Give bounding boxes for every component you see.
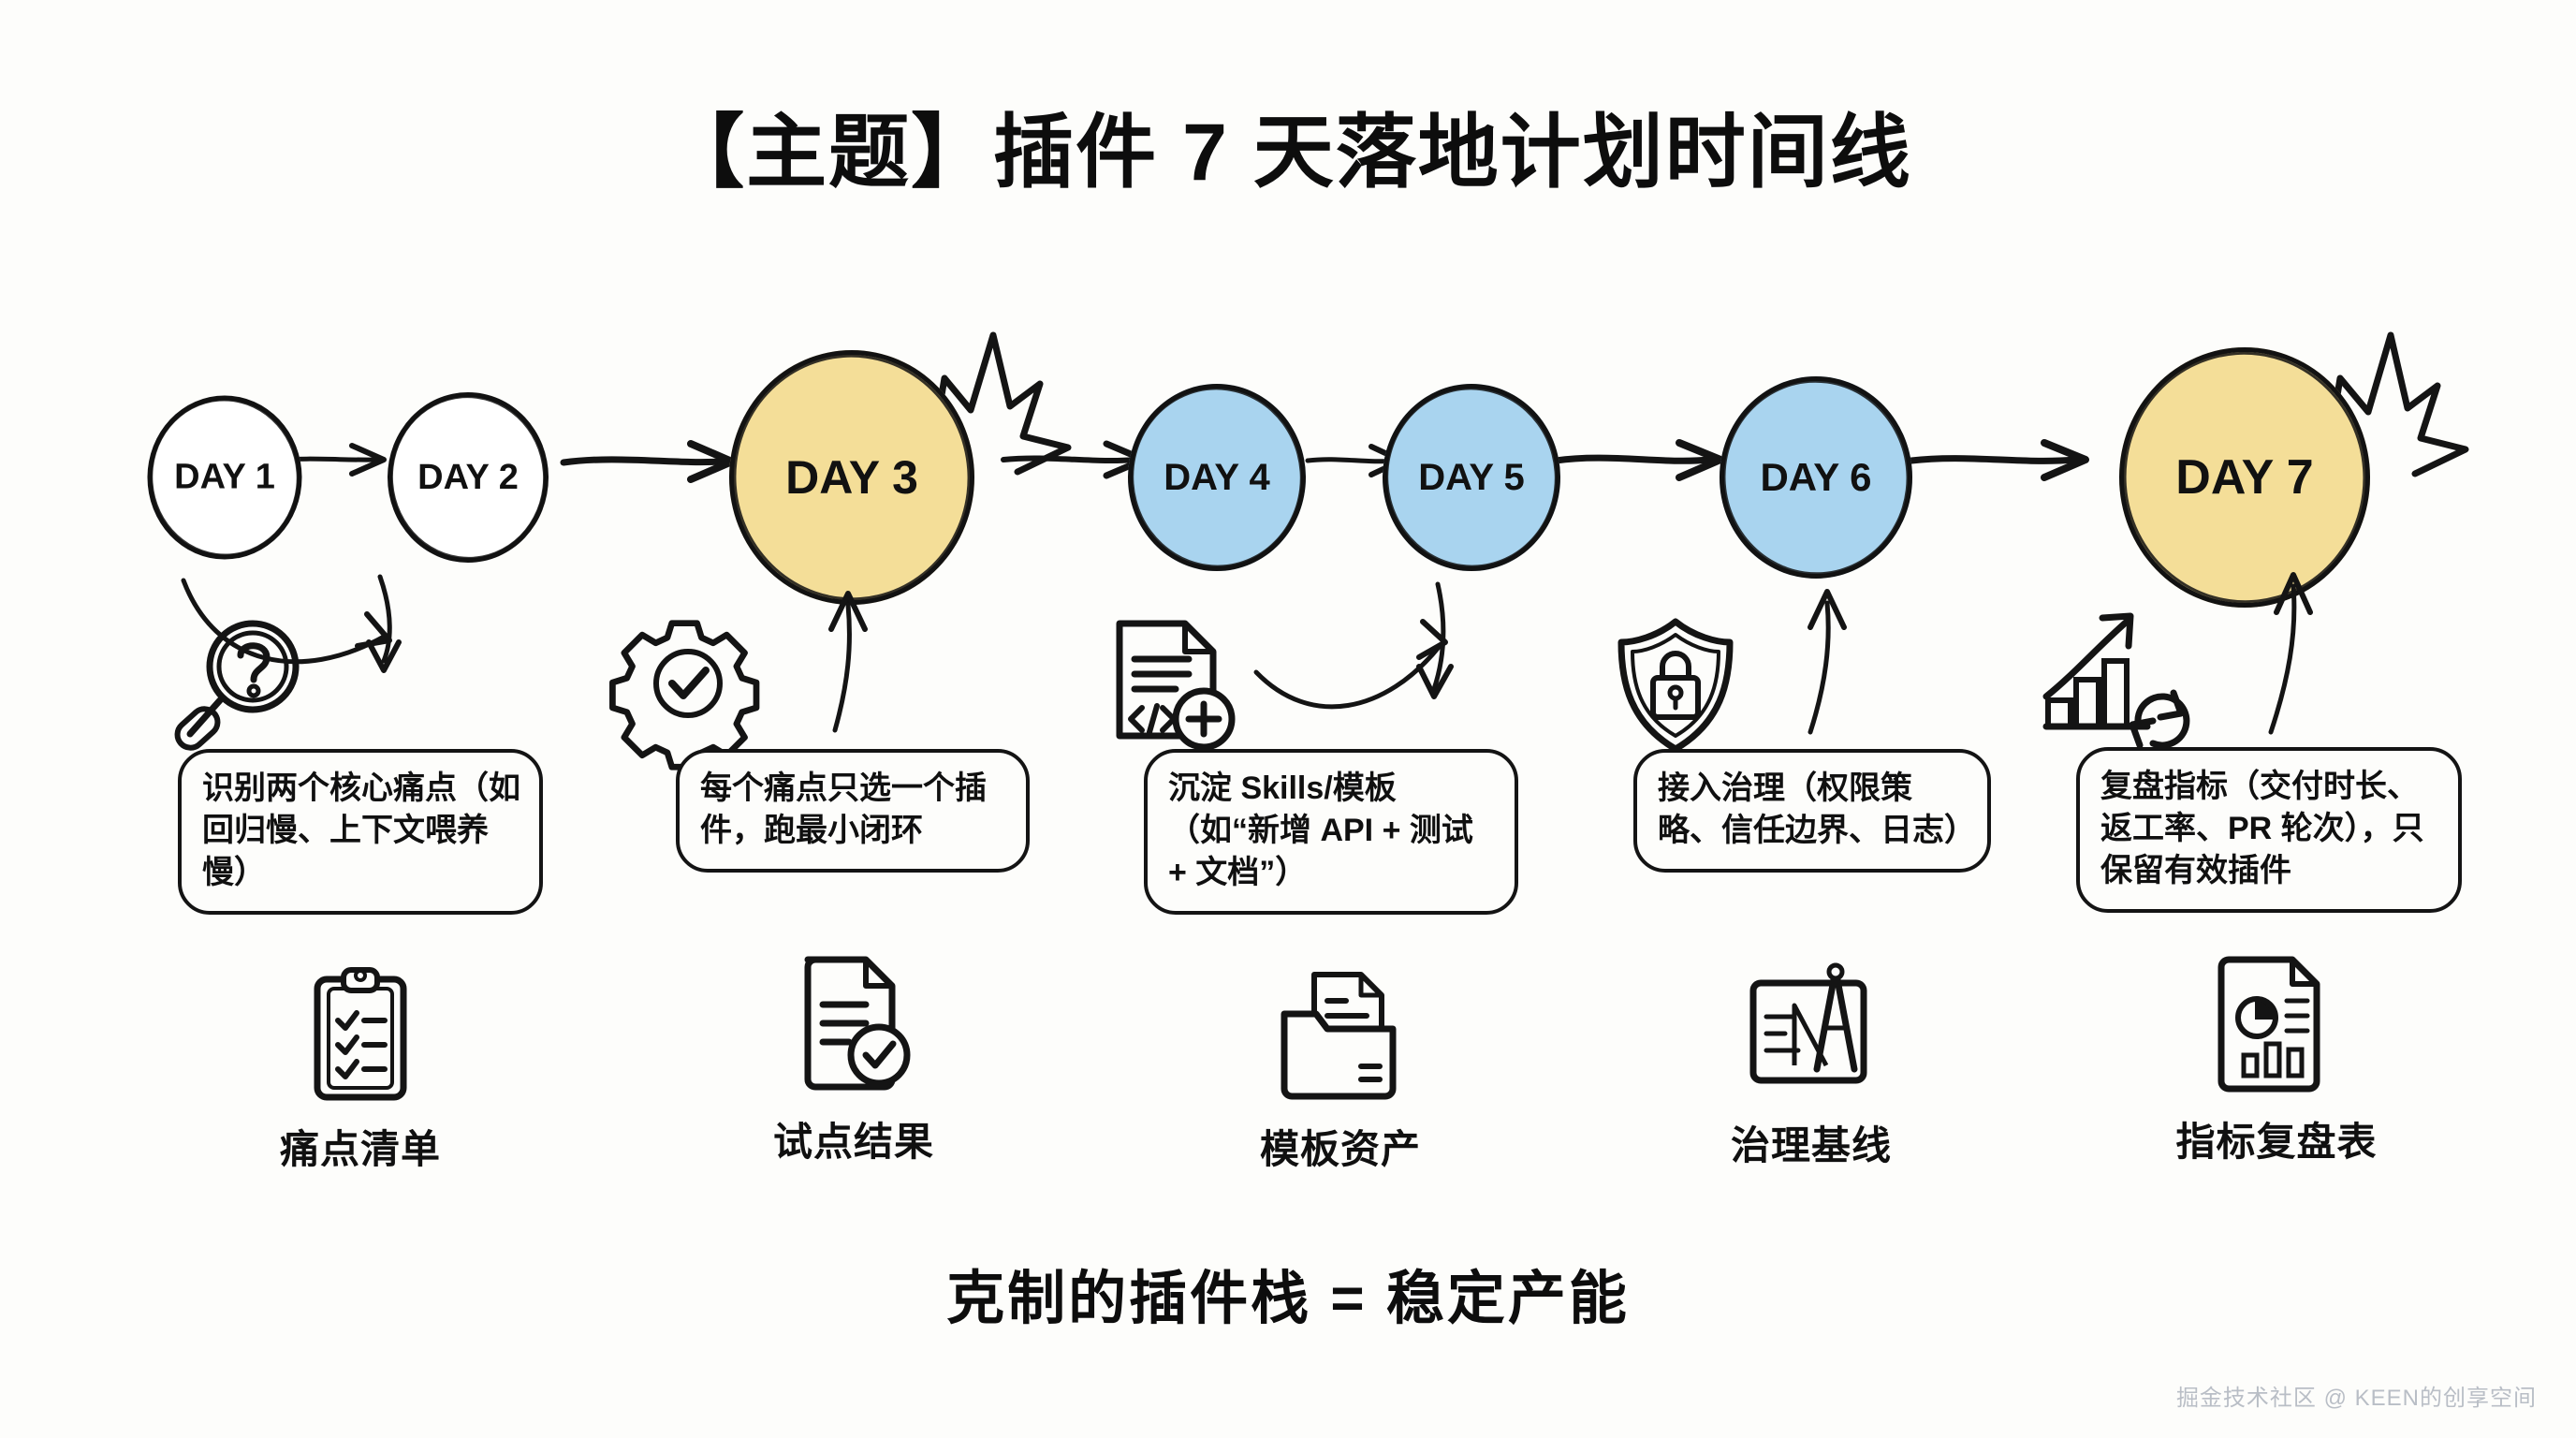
timeline-node-day-5[interactable]: DAY 5 (1379, 381, 1564, 574)
timeline-node-day-6[interactable]: DAY 6 (1716, 374, 1916, 581)
deliverable-4-label: 治理基线 (1730, 1123, 1892, 1167)
deliverable-2: 试点结果 (713, 956, 994, 1167)
timeline-node-label: DAY 5 (1418, 456, 1525, 498)
timeline-node-day-2[interactable]: DAY 2 (385, 389, 551, 565)
callout-step-4-text: 接入治理（权限策略、信任边界、日志） (1658, 770, 1976, 848)
timeline-node-day-7[interactable]: DAY 7 (2115, 344, 2375, 611)
callout-step-4: 接入治理（权限策略、信任边界、日志） (1633, 749, 1991, 873)
deliverable-1: 痛点清单 (220, 964, 501, 1175)
callout-step-2: 每个痛点只选一个插件，跑最小闭环 (676, 749, 1030, 873)
timeline-node-label: DAY 4 (1164, 456, 1270, 498)
page-title: 【主题】插件 7 天落地计划时间线 (664, 108, 1912, 198)
code-file-plus-icon (1106, 616, 1256, 756)
growth-chart-refresh-icon (2041, 607, 2218, 756)
folder-document-icon (1200, 964, 1481, 1105)
callout-step-3-text: 沉淀 Skills/模板（如“新增 API + 测试 + 文档”） (1168, 770, 1473, 890)
shield-lock-icon (1610, 616, 1741, 756)
timeline-node-label: DAY 1 (174, 457, 275, 497)
deliverable-1-label: 痛点清单 (279, 1127, 441, 1171)
callout-step-2-text: 每个痛点只选一个插件，跑最小闭环 (700, 770, 987, 848)
timeline-node-day-1[interactable]: DAY 1 (144, 393, 305, 562)
timeline-row: DAY 1 DAY 2 DAY 3 DAY 4 DAY 5 (0, 331, 2576, 611)
deliverable-4: 治理基线 (1671, 961, 1952, 1171)
footer-tagline: 克制的插件栈 = 稳定产能 (946, 1267, 1630, 1331)
deliverable-5-label: 指标复盘表 (2175, 1120, 2378, 1164)
callout-step-1-text: 识别两个核心痛点（如回归慢、上下文喂养慢） (202, 770, 520, 890)
callout-step-1: 识别两个核心痛点（如回归慢、上下文喂养慢） (178, 749, 543, 915)
deliverable-3: 模板资产 (1200, 964, 1481, 1175)
deliverable-3-label: 模板资产 (1259, 1127, 1421, 1171)
callout-step-5-text: 复盘指标（交付时长、返工率、PR 轮次），只保留有效插件 (2100, 769, 2424, 888)
timeline-node-label: DAY 3 (785, 451, 918, 504)
leader-line-step-4 (1808, 589, 1847, 735)
callout-step-3: 沉淀 Skills/模板（如“新增 API + 测试 + 文档”） (1144, 749, 1518, 915)
blueprint-compass-icon (1671, 961, 1952, 1101)
watermark: 掘金技术社区 @ KEEN的创享空间 (2175, 1386, 2537, 1411)
magnifier-question-icon (173, 618, 304, 758)
callout-step-5: 复盘指标（交付时长、返工率、PR 轮次），只保留有效插件 (2076, 747, 2462, 913)
timeline-node-label: DAY 7 (2175, 450, 2314, 505)
document-check-icon (713, 956, 994, 1097)
deliverable-5: 指标复盘表 (2136, 956, 2417, 1167)
timeline-node-day-4[interactable]: DAY 4 (1124, 381, 1310, 574)
clipboard-checklist-icon (220, 964, 501, 1105)
report-chart-icon (2136, 956, 2417, 1097)
connector-arrow-2-3 (560, 440, 736, 483)
timeline-node-day-3[interactable]: DAY 3 (724, 346, 979, 609)
connector-arrow-6-7 (1908, 439, 2089, 481)
connector-arrow-5-6 (1552, 439, 1724, 481)
deliverable-2-label: 试点结果 (772, 1120, 934, 1164)
timeline-node-label: DAY 6 (1760, 455, 1872, 499)
timeline-node-label: DAY 2 (417, 457, 519, 497)
gear-check-icon (609, 620, 760, 770)
